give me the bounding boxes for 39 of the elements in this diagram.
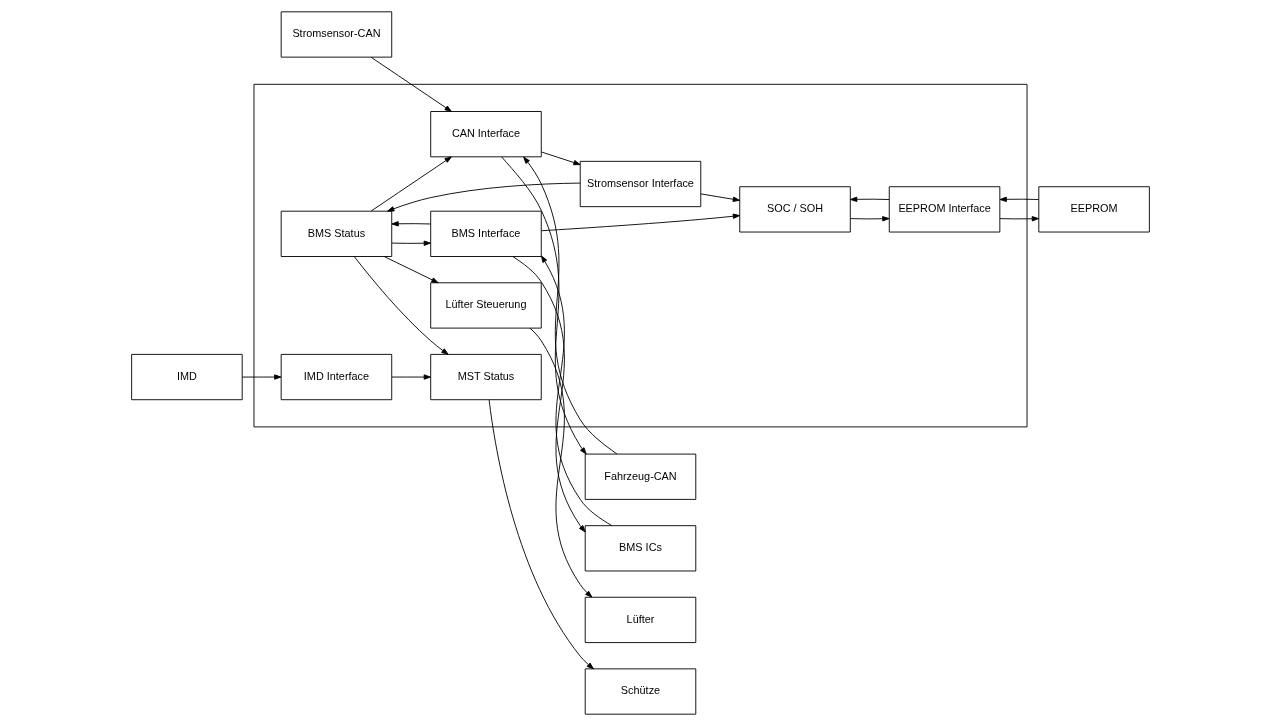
- arrow: [522, 156, 617, 455]
- arrow: [999, 196, 1039, 202]
- node-box: CAN Interface: [429, 111, 542, 158]
- node-box: BMS ICs: [584, 525, 696, 572]
- arrow: [383, 256, 439, 284]
- arrow: [391, 221, 431, 227]
- node-box: Lüfter Steuerung: [429, 282, 542, 329]
- arrow: [849, 216, 889, 222]
- node-box: EEPROM: [1037, 186, 1150, 233]
- arrow: [391, 374, 431, 380]
- arrow: [511, 256, 586, 533]
- node-box: Stromsensor Interface: [579, 160, 701, 208]
- arrow: [849, 196, 889, 202]
- node-box: EEPROM Interface: [888, 186, 1000, 233]
- arrow: [488, 399, 594, 670]
- arrow: [241, 374, 281, 380]
- arrow: [386, 182, 581, 212]
- arrow: [540, 255, 612, 527]
- node-box: Stromsensor-CAN: [280, 11, 392, 58]
- arrow: [540, 213, 740, 232]
- node-box: BMS Status: [280, 210, 392, 257]
- node-box: Lüfter: [584, 596, 696, 644]
- arrow: [699, 193, 740, 202]
- arrow: [528, 327, 592, 598]
- arrow: [999, 216, 1039, 222]
- node-box: Fahrzeug-CAN: [584, 453, 696, 500]
- node-box: BMS Interface: [429, 210, 542, 257]
- node-box: IMD Interface: [280, 353, 392, 401]
- node-box: MST Status: [429, 353, 542, 401]
- node-box: Schütze: [584, 668, 696, 715]
- arrow: [353, 256, 449, 355]
- node-box: IMD: [130, 353, 243, 401]
- cluster: [253, 83, 1027, 428]
- arrow: [370, 156, 452, 212]
- arrow: [370, 56, 452, 112]
- arrow: [540, 151, 581, 166]
- node-box: SOC / SOH: [738, 186, 851, 233]
- arrow: [391, 240, 431, 246]
- arrow: [500, 156, 587, 455]
